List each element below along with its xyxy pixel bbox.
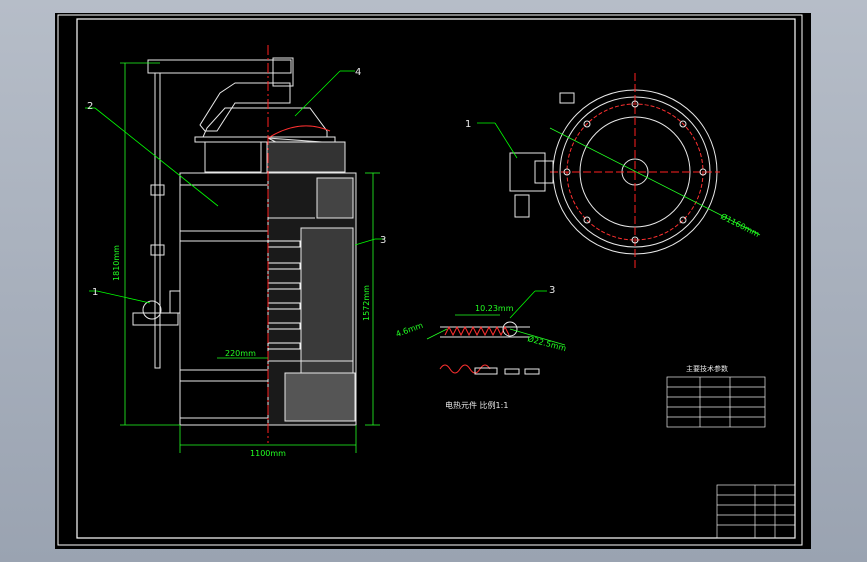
dim-height-inner: 1572mm — [362, 285, 371, 321]
drive-motor — [514, 194, 530, 218]
lid-flange — [194, 136, 336, 143]
elevation-dimensions — [120, 62, 380, 453]
dim-diameter: Ø1160mm — [719, 211, 761, 239]
furnace-top-view — [509, 73, 761, 271]
base-brick — [284, 372, 356, 422]
body-left — [179, 172, 269, 426]
lid-arc-red — [267, 125, 331, 139]
neck-right — [266, 141, 346, 173]
column-collar-2 — [150, 244, 165, 256]
drawing-canvas: 1810mm 1572mm 1100mm 220mm 4 2 3 1 Ø1160… — [57, 14, 803, 546]
element-caption: 电热元件 比例1:1 — [445, 400, 508, 410]
motor-base — [132, 312, 179, 326]
heating-element-detail — [426, 290, 566, 375]
lid-support — [199, 82, 291, 132]
arm-clamp — [272, 57, 294, 87]
callout-1-left: 1 — [92, 287, 98, 298]
dim-wire: 4.6mm — [395, 321, 425, 339]
top-bracket — [559, 92, 575, 104]
top-view-leader — [477, 122, 518, 159]
drive-box — [509, 152, 546, 192]
neck-left — [204, 141, 262, 173]
lid — [202, 107, 328, 138]
dim-width: 1100mm — [250, 449, 286, 458]
insulation-top — [316, 177, 354, 219]
dim-height-total: 1810mm — [112, 245, 121, 281]
coil-zigzag — [444, 325, 510, 337]
callout-2: 2 — [87, 101, 93, 112]
dim-pitch: 10.23mm — [475, 304, 514, 313]
elevation-leaders — [85, 70, 385, 304]
drive-arm — [534, 160, 554, 184]
motor-housing — [169, 290, 181, 314]
lift-column — [154, 72, 161, 369]
drawing-sheet: 1810mm 1572mm 1100mm 220mm 4 2 3 1 Ø1160… — [55, 13, 811, 549]
coil-side-view — [439, 364, 491, 374]
spec-table — [666, 376, 766, 428]
inner-frame — [76, 18, 796, 539]
callout-1-right: 1 — [465, 119, 471, 130]
callout-4: 4 — [355, 67, 361, 78]
outer-frame — [57, 14, 803, 546]
heater-zone — [300, 227, 354, 374]
column-collar-1 — [150, 184, 165, 196]
furnace-elevation — [132, 57, 357, 426]
spec-table-title: 主要技术参数 — [686, 364, 728, 373]
dim-coil-diameter: Ø22.5mm — [526, 333, 567, 353]
motor-wheel — [142, 300, 162, 320]
title-block — [716, 484, 796, 539]
diameter-line — [549, 127, 761, 236]
top-arm — [147, 59, 292, 74]
callout-3-element: 3 — [549, 285, 555, 296]
dim-inner: 220mm — [225, 349, 256, 358]
coil-end-section — [502, 321, 518, 337]
callout-3-left: 3 — [380, 235, 386, 246]
bolt-holes — [563, 100, 707, 244]
